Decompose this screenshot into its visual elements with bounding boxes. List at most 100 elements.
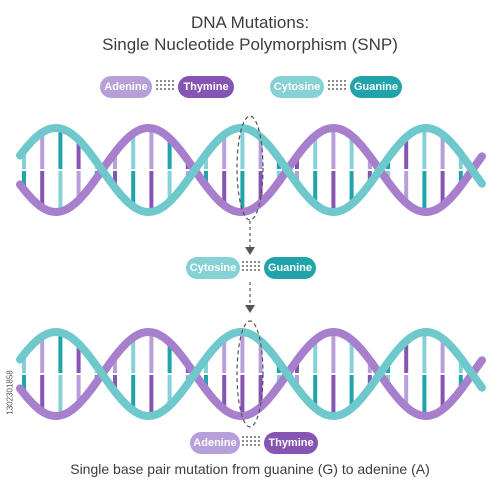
pair-dots-right	[328, 80, 348, 94]
backbone-strand-purple	[16, 327, 486, 421]
base-pair-rung	[349, 138, 354, 169]
base-pair-rung	[422, 335, 427, 373]
base-pair-rung	[76, 346, 81, 373]
base-pair-rung	[113, 171, 117, 185]
middle-cytosine-pill: Cytosine	[186, 257, 240, 279]
base-pair-rung	[22, 171, 26, 187]
base-pair-rung	[76, 375, 81, 402]
base-pair-rung	[58, 335, 63, 373]
base-pair-rung	[258, 140, 263, 169]
base-pair-rung	[422, 171, 427, 209]
base-pair-rung	[313, 342, 318, 373]
base-pair-rung	[295, 363, 299, 373]
base-pair-rung	[404, 171, 409, 200]
base-pair-rung	[276, 375, 281, 383]
base-pair-rung	[222, 341, 227, 373]
base-pair-rung	[313, 138, 318, 169]
base-pair-rung	[204, 361, 208, 373]
base-pair-rung	[276, 365, 281, 373]
base-pair-rung	[258, 171, 263, 200]
base-pair-rung	[367, 375, 372, 385]
base-pair-rung	[440, 375, 445, 407]
dna-helix-mutated	[16, 327, 486, 421]
adenine-pill: Adenine	[100, 76, 152, 98]
base-pair-rung	[422, 131, 427, 169]
base-pair-rung	[240, 171, 245, 209]
base-pair-rung	[113, 375, 117, 389]
base-pair-rung	[149, 171, 154, 209]
guanine-pill: Guanine	[350, 76, 402, 98]
base-pair-rung	[258, 375, 263, 404]
base-pair-rung	[58, 131, 63, 169]
bottom-thymine-pill: Thymine	[264, 432, 318, 454]
bottom-adenine-pill: Adenine	[190, 432, 240, 454]
base-pair-rung	[458, 375, 463, 387]
base-pair-rung	[458, 171, 463, 183]
title-line-2: Single Nucleotide Polymorphism (SNP)	[102, 35, 398, 54]
base-pair-rung	[22, 357, 26, 373]
backbone-strand-teal	[16, 123, 486, 217]
base-pair-rung	[458, 157, 463, 169]
backbone-strand-teal	[16, 327, 486, 421]
base-pair-rung	[167, 171, 172, 199]
base-pair-rung	[349, 375, 354, 406]
base-pair-rung	[167, 141, 172, 169]
base-pair-rung	[131, 340, 136, 373]
base-pair-rung	[204, 375, 208, 387]
caption: Single base pair mutation from guanine (…	[70, 461, 430, 477]
base-pair-rung	[22, 375, 26, 391]
backbone-strand-purple	[16, 123, 486, 217]
base-pair-rung	[440, 137, 445, 169]
base-pair-rung	[113, 155, 117, 169]
base-pair-rung	[131, 375, 136, 408]
base-pair-rung	[331, 375, 336, 413]
base-pair-rung	[76, 171, 81, 198]
base-pair-rung	[40, 339, 45, 373]
base-pair-rung	[240, 335, 245, 373]
base-pair-rung	[22, 153, 26, 169]
base-pair-rung	[131, 136, 136, 169]
base-pair-rung	[113, 359, 117, 373]
base-pair-rung	[367, 159, 372, 169]
base-pair-rung	[40, 375, 45, 409]
cytosine-pill: Cytosine	[270, 76, 324, 98]
base-pair-rung	[204, 171, 208, 183]
dna-helix-original	[16, 123, 486, 217]
base-pair-rung	[313, 375, 318, 406]
base-pair-rung	[367, 363, 372, 373]
title-line-1: DNA Mutations:	[190, 13, 310, 32]
base-pair-rung	[204, 157, 208, 169]
base-pair-rung	[131, 171, 136, 204]
base-pair-rung	[331, 171, 336, 209]
base-pair-rung	[58, 171, 63, 209]
middle-guanine-pill: Guanine	[264, 257, 316, 279]
thymine-pill: Thymine	[178, 76, 234, 98]
base-pair-rung	[331, 131, 336, 169]
base-pair-rung	[222, 171, 227, 203]
middle-pair-dots	[242, 261, 262, 275]
base-pair-rung	[349, 171, 354, 202]
base-pair-rung	[404, 375, 409, 404]
base-pair-rung	[313, 171, 318, 202]
base-pair-rung	[222, 375, 227, 407]
base-pair-rung	[40, 135, 45, 169]
arrow-head-2	[245, 305, 255, 313]
base-pair-rung	[295, 171, 299, 181]
base-pair-rung	[40, 171, 45, 205]
base-pair-rung	[404, 140, 409, 169]
pair-dots-left	[156, 80, 176, 94]
arrow-head-1	[245, 247, 255, 255]
base-pair-rung	[240, 375, 245, 413]
base-pair-rung	[167, 345, 172, 373]
base-pair-rung	[349, 342, 354, 373]
base-pair-rung	[149, 335, 154, 373]
base-pair-rung	[331, 335, 336, 373]
base-pair-rung	[295, 375, 299, 385]
base-pair-rung	[240, 131, 245, 169]
base-pair-rung	[276, 161, 281, 169]
base-pair-rung	[440, 171, 445, 203]
base-pair-rung	[367, 171, 372, 181]
base-pair-rung	[440, 341, 445, 373]
base-pair-rung	[167, 375, 172, 403]
base-pair-rung	[404, 344, 409, 373]
